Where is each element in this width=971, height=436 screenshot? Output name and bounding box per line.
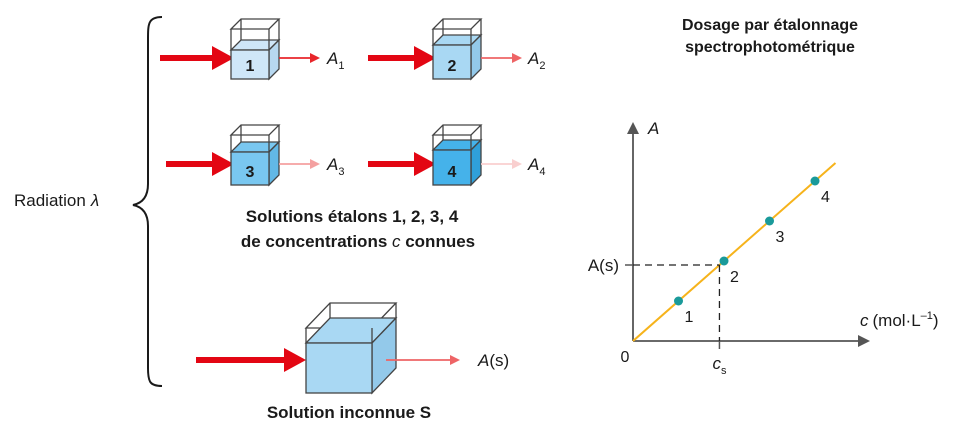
data-point-label-2: 2 — [730, 269, 739, 286]
data-points: 1 2 3 4 — [674, 176, 830, 326]
absorbance-label-4: A4 — [527, 155, 545, 178]
unknown-cuvette: A(s) — [196, 302, 509, 395]
curly-brace — [132, 16, 163, 387]
cuvette-label-2: 2 — [448, 58, 457, 75]
data-point-3 — [765, 216, 774, 226]
unknown-caption: Solution inconnue S — [267, 403, 431, 422]
cuvette-1: 1 A1 — [160, 18, 344, 81]
data-point-4 — [810, 176, 820, 186]
origin-label: 0 — [621, 349, 630, 366]
absorbance-label-2: A2 — [527, 49, 545, 72]
data-point-2 — [719, 256, 729, 266]
y-marker-label: A(s) — [588, 256, 619, 275]
data-point-label-1: 1 — [685, 309, 694, 326]
absorbance-label-1: A1 — [326, 49, 344, 72]
standards-caption-line1: Solutions étalons 1, 2, 3, 4 — [246, 207, 459, 226]
data-point-1 — [674, 296, 683, 306]
cuvette-4: 4 A4 — [368, 124, 545, 187]
graph-title-line1: Dosage par étalonnage — [682, 17, 858, 34]
calibration-line — [632, 162, 837, 342]
y-axis-label: A — [647, 119, 659, 138]
absorbance-label-3: A3 — [326, 155, 344, 178]
graph-title-line2: spectrophotométrique — [685, 39, 855, 56]
cuvette-label-1: 1 — [246, 58, 255, 75]
data-point-label-3: 3 — [776, 229, 785, 246]
cuvette-label-3: 3 — [246, 164, 255, 181]
standards-caption-line2: de concentrations c connues — [241, 232, 475, 251]
cuvette-2: 2 A2 — [368, 18, 545, 81]
unknown-absorbance-label: A(s) — [477, 351, 509, 370]
calibration-chart: A c(mol·L–1) 0 A(s) cs 1 2 3 4 — [588, 119, 939, 377]
x-marker-label: cs — [712, 354, 727, 377]
data-point-label-4: 4 — [821, 189, 830, 206]
cuvette-label-4: 4 — [448, 164, 457, 181]
x-axis-label: c(mol·L–1) — [860, 310, 939, 330]
cuvette-3: 3 A3 — [166, 124, 344, 187]
